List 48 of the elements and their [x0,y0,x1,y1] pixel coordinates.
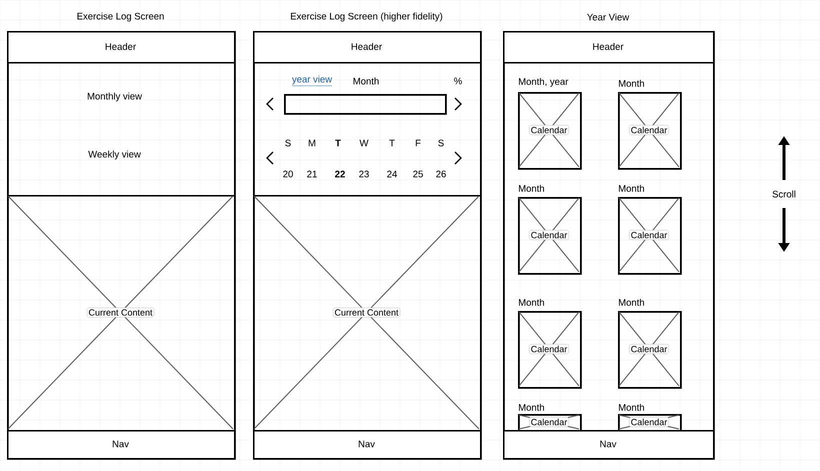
calendar-text: 23 [359,170,369,178]
link: year view [292,76,332,86]
month-label: Month [518,298,544,306]
calendar-text: S [285,140,291,146]
month-label: Month [618,80,644,87]
calendar-text: S [438,140,444,146]
calendar-text: 26 [436,170,446,178]
scroll-label: Scroll [772,190,796,198]
calendar-text: F [416,140,421,146]
screen-title: Exercise Log Screen (higher fidelity) [291,12,442,22]
placeholder-label: Calendar [629,344,669,354]
header-bar: Header [503,31,714,64]
screen-title: Exercise Log Screen [77,12,164,22]
screen-title: Year View [587,14,630,20]
calendar-text: 20 [283,170,293,178]
placeholder-label: Calendar [629,230,669,240]
month-label: Month [618,298,644,306]
calendar-text: T [335,140,341,146]
calendar-text: 21 [307,170,317,178]
calendar-text: T [389,140,395,146]
placeholder-label: Calendar [529,125,569,135]
placeholder-label: Calendar [629,416,669,427]
nav-bar: Nav [253,430,482,460]
header-bar: Header [253,31,482,64]
nav-bar: Nav [7,430,236,460]
nav-bar: Nav [503,430,714,460]
month-label: Month [518,404,544,411]
placeholder-label: Calendar [529,230,569,240]
calendar-text: M [308,140,316,146]
month-label: Month [618,404,644,411]
calendar-text: Month [354,78,379,84]
calendar-text: 22 [335,170,345,178]
menu-item: Weekly view [88,150,141,160]
placeholder-label: Calendar [629,125,669,135]
placeholder-label: Calendar [529,344,569,354]
calendar-text: 24 [387,170,397,178]
menu-item: Monthly view [88,92,142,102]
placeholder-label: Calendar [529,416,569,427]
calendar-text: W [360,140,368,146]
month-label: Month, year [518,78,568,87]
calendar-text: % [454,78,462,84]
progress-bar [284,94,447,115]
month-label: Month [518,184,544,192]
header-bar: Header [7,31,236,64]
placeholder-label: Current Content [332,308,400,318]
placeholder-label: Current Content [86,308,154,318]
month-label: Month [618,184,644,192]
calendar-text: 25 [413,170,423,178]
